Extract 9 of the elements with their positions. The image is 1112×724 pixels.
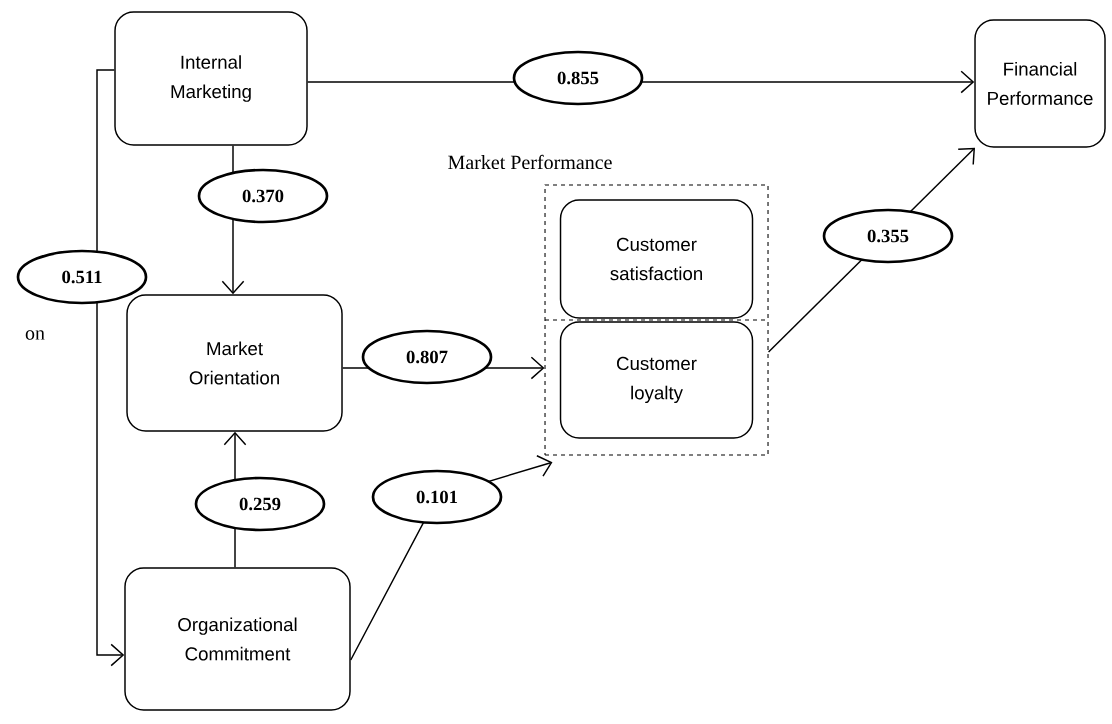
rounded-box: Financial Performance bbox=[974, 19, 1106, 148]
arrow bbox=[96, 69, 125, 667]
group-heading: Market Performance bbox=[448, 154, 612, 170]
rounded-box: Customer satisfaction bbox=[559, 199, 754, 319]
rounded-box: Customer loyalty bbox=[559, 321, 754, 439]
text-fragment: on bbox=[25, 330, 45, 340]
rounded-box: Market Orientation bbox=[126, 294, 343, 432]
rounded-box: Internal Marketing bbox=[114, 11, 308, 146]
rounded-box: Organizational Commitment bbox=[124, 567, 351, 711]
